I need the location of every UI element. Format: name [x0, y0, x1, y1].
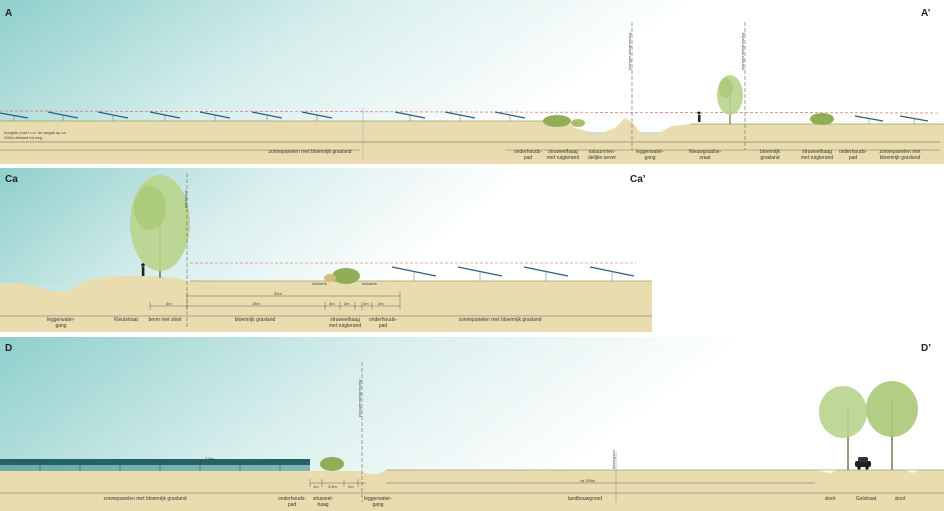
section-a-drawing: [0, 0, 944, 164]
tree-ca: [130, 175, 190, 278]
label-hedge: struweelhaag met ruigterand: [546, 149, 580, 161]
dim-segment: 1m: [313, 484, 319, 489]
label-road: Gelstraat: [855, 496, 877, 502]
label-solar: zonnepanelen met bloemrijk grasland: [879, 149, 921, 161]
label-bank: natuurvrien- delijke oever: [587, 149, 617, 161]
label-street: Kleutstraat: [114, 317, 138, 323]
label-ditch: sloot: [824, 496, 836, 502]
label-ditch: sloot: [894, 496, 906, 502]
person-figure: [697, 111, 701, 122]
ground-profile: [0, 470, 944, 511]
label-meadow: bloemrijk grasland: [759, 149, 780, 161]
label-ditch: leggerwater- gang: [636, 149, 664, 161]
height-line: [0, 110, 941, 114]
hedge-shrub: [543, 115, 571, 127]
label-hedge: struweel- haag: [312, 496, 334, 508]
section-ca-panel: Ca Ca’ plangrens hekwerk hekwerk 30m 4m …: [0, 168, 652, 332]
dim-height: 2,5m: [205, 456, 214, 461]
plan-boundary-label: plangrensbegrenzing: [627, 32, 632, 70]
car-figure: [855, 457, 871, 470]
plan-boundary-label: plangrens: [183, 190, 188, 208]
label-berm: berm met sloot: [148, 317, 182, 323]
label-solar: zonnepanelen met bloemrijk grasland: [103, 496, 187, 502]
plan-boundary-label: plangrensbegrenzing: [740, 32, 745, 70]
fence-tag: hekwerk: [362, 281, 377, 286]
section-d-panel: D D’ plangrensbegrenzing kavelgrens 2,5m…: [0, 337, 944, 511]
hedge-shrub: [332, 268, 360, 284]
fence-tag: hekwerk: [312, 281, 327, 286]
dim-segment: 4m: [166, 301, 172, 306]
solar-block: [0, 459, 310, 465]
dim-segment: 3,5m: [328, 484, 337, 489]
label-meadow: bloemrijk grasland: [234, 317, 276, 323]
parcel-boundary-label: kavelgrens: [611, 449, 616, 469]
dim-total: 30m: [274, 291, 282, 296]
plan-boundary-label: plangrensbegrenzing: [357, 379, 362, 417]
section-ca-start-marker: Ca: [5, 174, 18, 185]
ground-profile: [0, 276, 652, 332]
person-figure: [141, 263, 145, 276]
label-farmland: landbouwgrond: [567, 496, 603, 502]
label-hedge: struweelhaag met ruigterand: [328, 317, 362, 329]
tree-d: [819, 381, 918, 470]
hedge-shrub: [320, 457, 344, 471]
label-solar: zonnepanelen met bloemrijk grasland: [268, 149, 352, 155]
tree-a: [717, 75, 743, 124]
section-a-end-marker: A’: [921, 8, 931, 19]
label-maintenance-path: onderhouds- pad: [838, 149, 868, 161]
ground-profile: [0, 118, 944, 164]
dim-segment: 1m: [363, 301, 369, 306]
label-road: Nieuwgraafse- sraat: [688, 149, 722, 161]
section-ca-drawing: [0, 168, 652, 332]
water-ca: [40, 285, 66, 289]
label-maintenance-path: onderhouds- pad: [368, 317, 398, 329]
label-ditch: leggerwater- gang: [47, 317, 75, 329]
dim-segment: 18m: [252, 301, 260, 306]
dim-segment: 2m: [348, 484, 354, 489]
dim-field: ca 200m: [580, 478, 596, 483]
label-solar: zonnepanelen met bloemrijk grasland: [458, 317, 542, 323]
label-ditch: leggerwater- gang: [364, 496, 392, 508]
section-a-start-marker: A: [5, 8, 13, 19]
label-hedge: struweelhaag met ruigterand: [800, 149, 834, 161]
water-a: [590, 132, 660, 134]
section-d-drawing: [0, 337, 944, 511]
highpoint-note: hoogste punt t.o.v. de wegas op ca 200m …: [4, 130, 66, 140]
label-maintenance-path: onderhouds- pad: [513, 149, 543, 161]
section-a-panel: A A’ hoogste punt t.o.v. de wegas op ca …: [0, 0, 944, 164]
section-ca-end-marker: Ca’: [630, 174, 646, 185]
label-maintenance-path: onderhouds- pad: [277, 496, 307, 508]
section-d-start-marker: D: [5, 343, 13, 354]
hedge-shrub: [810, 113, 834, 125]
dim-segment: 3m: [329, 301, 335, 306]
dim-segment: 2m: [378, 301, 384, 306]
dim-segment: 3m: [344, 301, 350, 306]
section-d-end-marker: D’: [921, 343, 931, 354]
